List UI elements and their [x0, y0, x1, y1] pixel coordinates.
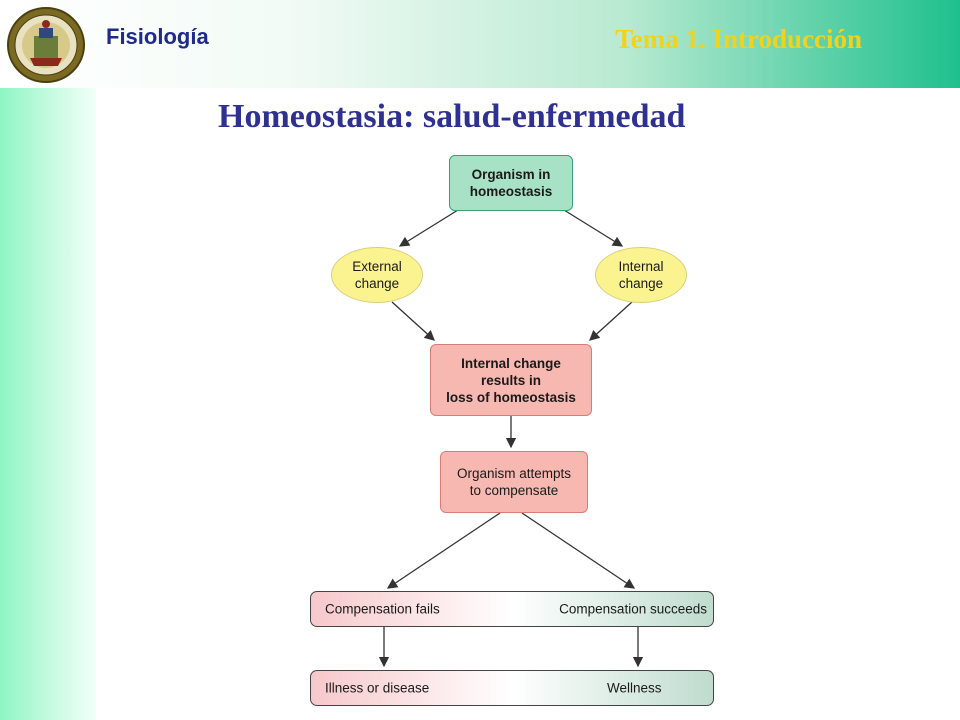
label-wellness: Wellness	[607, 680, 662, 696]
slide-title: Homeostasia: salud-enfermedad	[218, 98, 686, 135]
slide-header: Fisiología Tema 1. Introducción	[0, 0, 960, 88]
label-compensation-succeeds: Compensation succeeds	[559, 601, 707, 617]
node-internal-change: Internal change	[595, 247, 687, 303]
label-compensation-fails: Compensation fails	[325, 601, 440, 617]
node-attempts-to-compensate: Organism attempts to compensate	[440, 451, 588, 513]
topic-label: Tema 1. Introducción	[615, 24, 862, 54]
homeostasis-flow-diagram: Organism in homeostasis External change …	[300, 150, 730, 715]
node-organism-in-homeostasis: Organism in homeostasis	[449, 155, 573, 211]
label-illness-or-disease: Illness or disease	[325, 680, 430, 696]
arrow-internal-to-loss	[589, 301, 633, 341]
bar-health-outcome: Illness or disease Wellness	[310, 670, 714, 706]
node-external-change: External change	[331, 247, 423, 303]
arrow-compensate-to-fails	[386, 512, 501, 589]
bar-compensation-outcome: Compensation fails Compensation succeeds	[310, 591, 714, 627]
arrow-organism-to-external	[398, 209, 459, 247]
node-loss-of-homeostasis: Internal change results in loss of homeo…	[430, 344, 592, 416]
arrow-organism-to-internal	[563, 209, 624, 247]
university-seal-icon	[7, 7, 85, 83]
diagram-arrows	[378, 209, 644, 668]
arrow-external-to-loss	[391, 301, 435, 341]
subject-label: Fisiología	[106, 24, 209, 49]
left-sidebar-band	[0, 88, 96, 720]
arrow-compensate-to-succeeds	[521, 512, 636, 589]
